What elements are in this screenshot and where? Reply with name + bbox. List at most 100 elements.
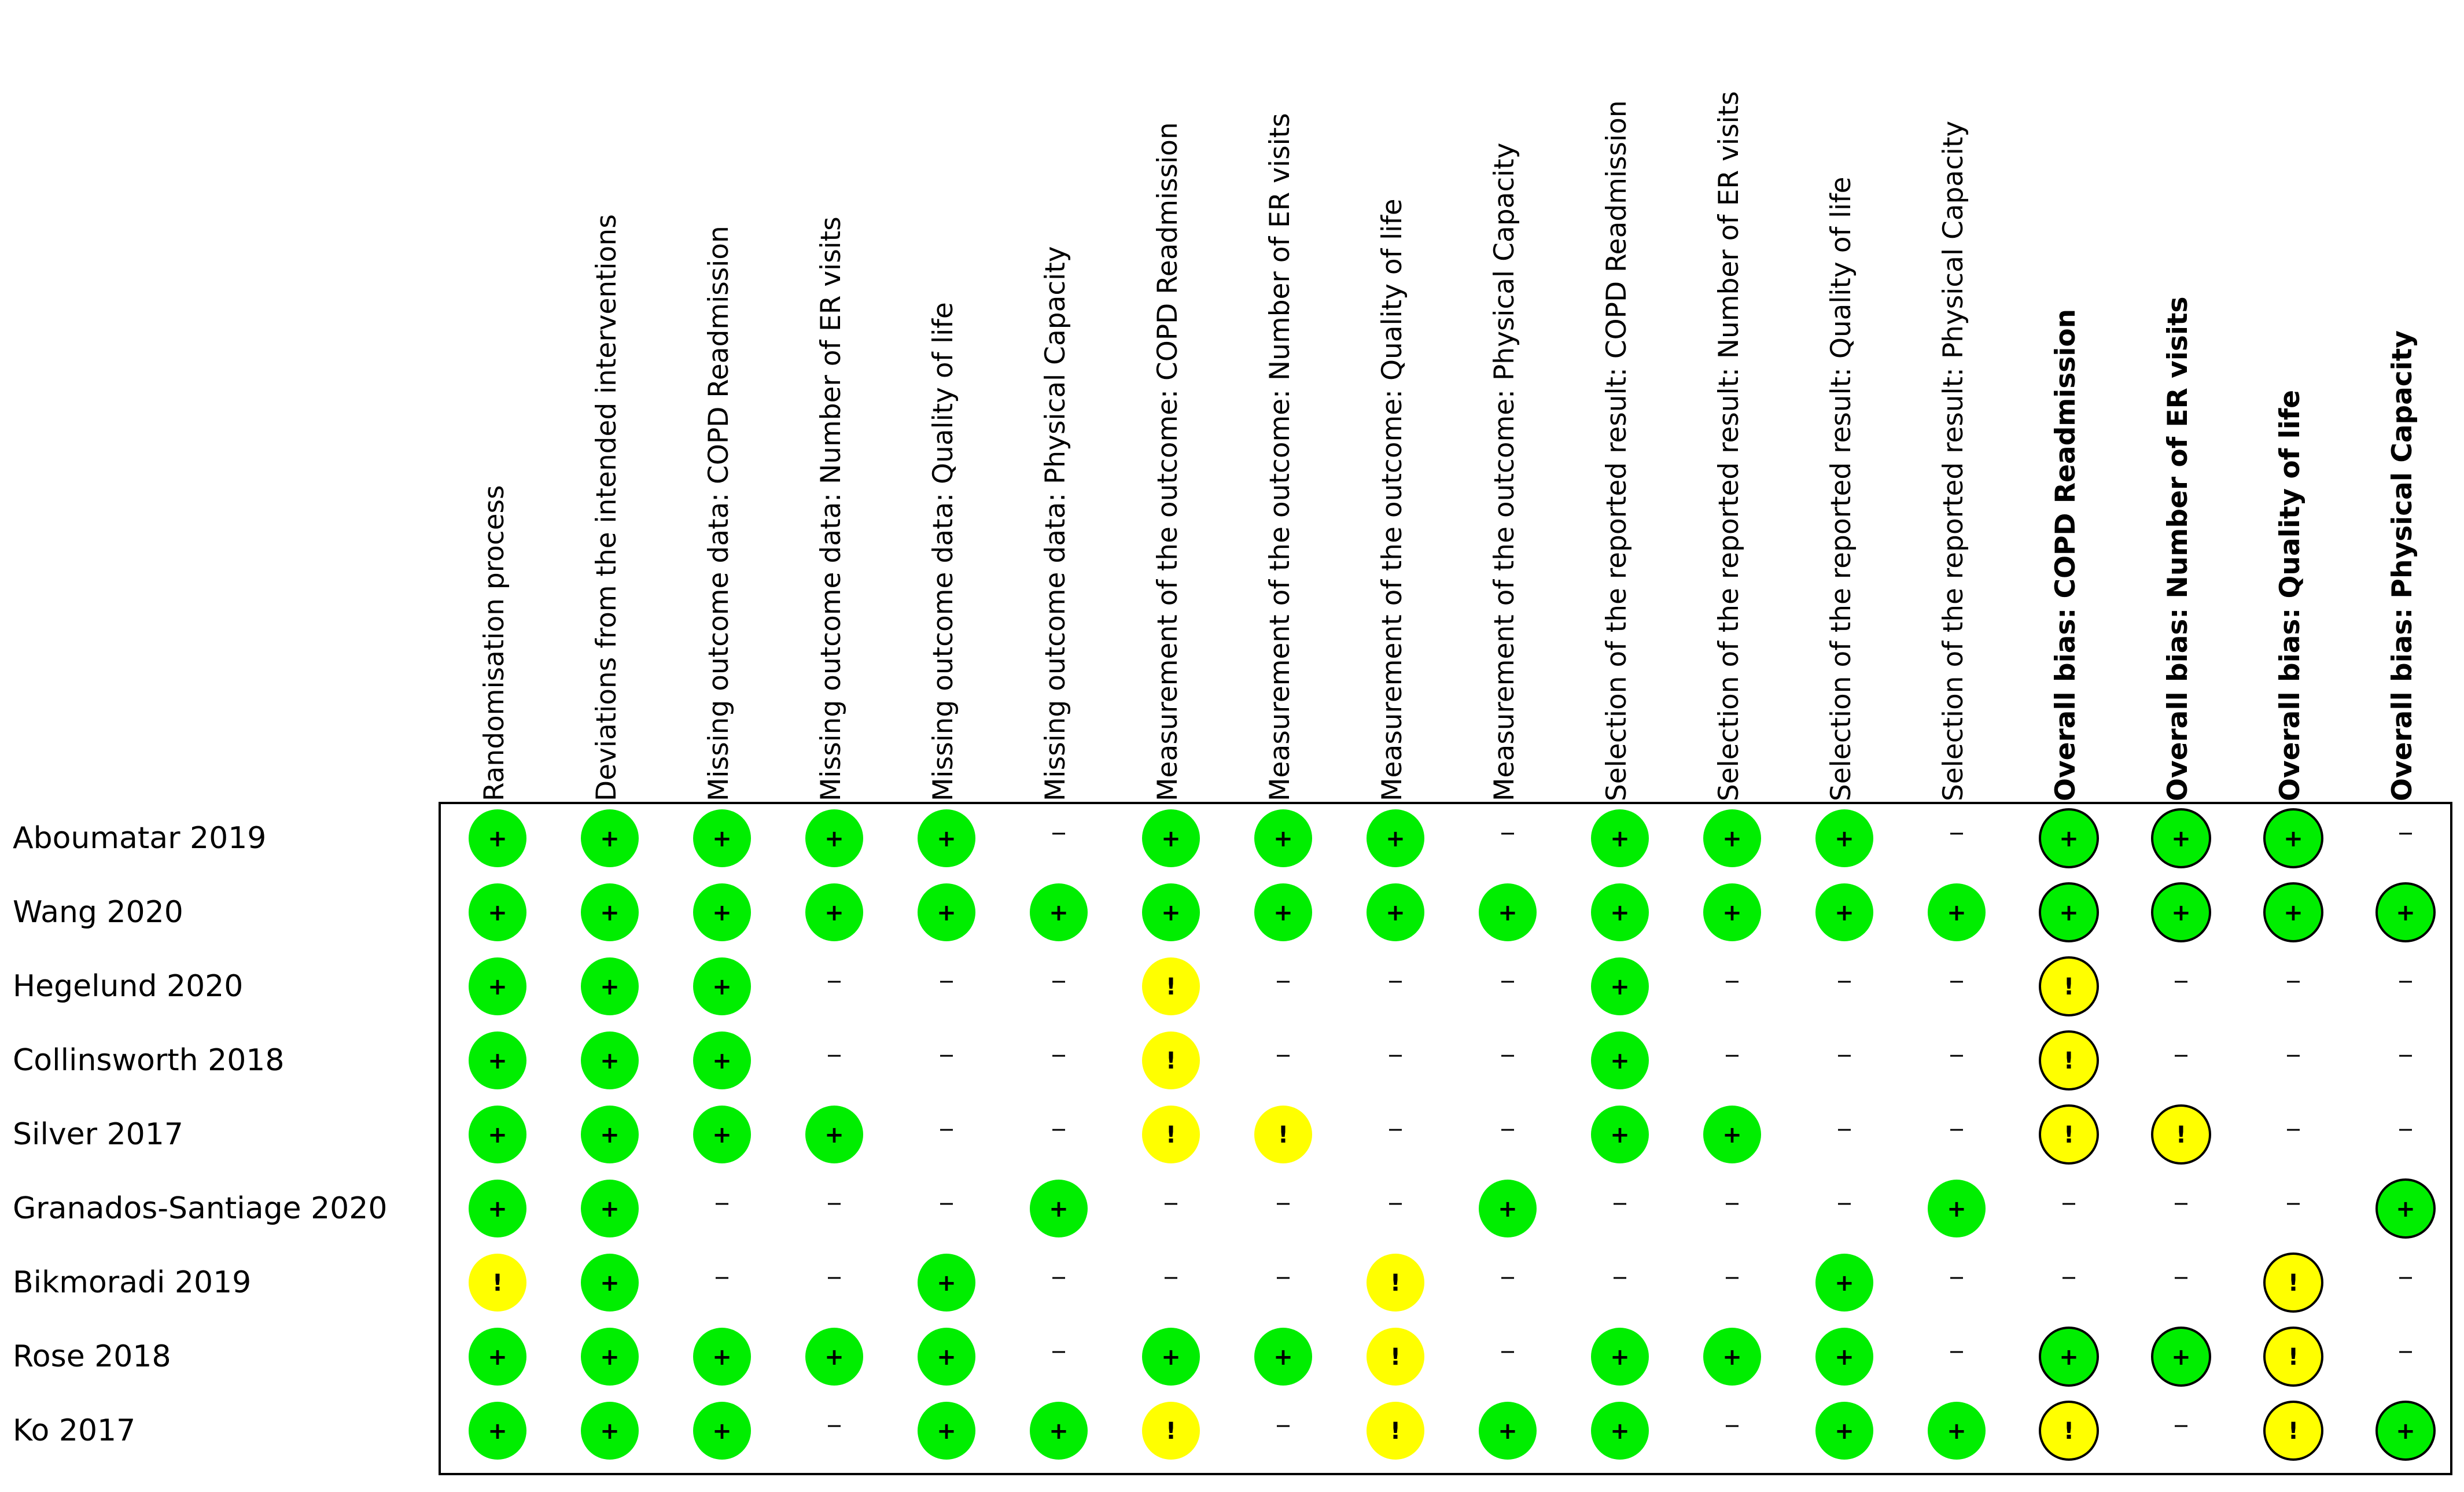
judgement-symbol: + xyxy=(1722,826,1742,852)
low-risk-icon xyxy=(693,957,751,1015)
low-risk-icon xyxy=(1703,883,1761,941)
judgement-symbol: + xyxy=(712,1122,732,1148)
judgement-symbol: + xyxy=(1835,826,1854,852)
column-header-6: Missing outcome data: Physical Capacity xyxy=(1040,246,1071,801)
low-risk-icon xyxy=(581,1402,639,1460)
low-risk-icon xyxy=(2263,808,2323,868)
judgement-symbol: + xyxy=(1835,1270,1854,1296)
low-risk-icon xyxy=(1928,1180,1986,1237)
judgement-symbol: + xyxy=(1947,900,1966,926)
low-risk-icon xyxy=(1815,1254,1873,1312)
judgement-cell: + xyxy=(1142,809,1200,867)
some-concerns-icon xyxy=(2039,1401,2099,1461)
low-risk-icon xyxy=(918,1402,975,1460)
judgement-cell: ! xyxy=(1367,1254,1424,1312)
low-risk-icon xyxy=(693,1031,751,1089)
judgement-symbol: + xyxy=(2059,1344,2079,1371)
judgement-cell: + xyxy=(693,957,751,1015)
judgement-cell: + xyxy=(1928,1402,1986,1460)
judgement-cell: + xyxy=(1928,883,1986,941)
some-concerns-icon xyxy=(1142,1031,1200,1089)
judgement-cell: + xyxy=(918,1402,975,1460)
judgement-cell: + xyxy=(805,883,863,941)
judgement-cell: + xyxy=(1815,809,1873,867)
judgement-symbol: + xyxy=(1947,1196,1966,1222)
judgement-symbol: + xyxy=(488,974,507,1000)
judgement-symbol: + xyxy=(1386,900,1405,926)
judgement-symbol: + xyxy=(712,974,732,1000)
column-header-7: Measurement of the outcome: COPD Readmis… xyxy=(1152,122,1184,801)
some-concerns-icon xyxy=(2263,1327,2323,1387)
judgement-symbol: + xyxy=(1273,900,1293,926)
judgement-symbol: + xyxy=(1610,900,1630,926)
judgement-cell: + xyxy=(1030,883,1088,941)
low-risk-icon xyxy=(918,809,975,867)
judgement-cell: + xyxy=(581,883,639,941)
judgement-symbol: + xyxy=(1386,826,1405,852)
judgement-cell: + xyxy=(1367,883,1424,941)
study-label: Ko 2017 xyxy=(13,1413,135,1448)
low-risk-icon xyxy=(469,1402,526,1460)
judgement-symbol: + xyxy=(712,1418,732,1445)
some-concerns-icon xyxy=(2039,1030,2099,1091)
judgement-cell: + xyxy=(693,883,751,941)
judgement-symbol: ! xyxy=(1166,974,1176,1000)
judgement-cell: + xyxy=(1703,1328,1761,1386)
judgement-cell: + xyxy=(469,1106,526,1163)
column-header-8: Measurement of the outcome: Number of ER… xyxy=(1264,113,1296,801)
judgement-symbol: + xyxy=(1610,1048,1630,1074)
judgement-symbol: ! xyxy=(1390,1344,1401,1371)
judgement-cell: + xyxy=(1254,809,1312,867)
judgement-symbol: + xyxy=(600,1196,620,1222)
judgement-symbol: ! xyxy=(2064,1418,2074,1445)
low-risk-icon xyxy=(1815,883,1873,941)
low-risk-icon xyxy=(2375,1178,2436,1239)
some-concerns-icon xyxy=(1367,1328,1424,1386)
low-risk-icon xyxy=(469,1106,526,1163)
judgement-cell: + xyxy=(1479,1402,1537,1460)
judgement-cell: ! xyxy=(1367,1328,1424,1386)
judgement-symbol: + xyxy=(1049,1418,1069,1445)
judgement-cell: + xyxy=(581,1180,639,1237)
judgement-cell: + xyxy=(469,1180,526,1237)
some-concerns-icon xyxy=(2263,1401,2323,1461)
low-risk-icon xyxy=(1703,1328,1761,1386)
judgement-symbol: + xyxy=(1835,1344,1854,1371)
low-risk-icon xyxy=(469,1031,526,1089)
judgement-cell: + xyxy=(805,1106,863,1163)
judgement-symbol: + xyxy=(488,1196,507,1222)
judgement-cell: + xyxy=(1815,883,1873,941)
judgement-symbol: + xyxy=(2059,826,2079,852)
judgement-cell: ! xyxy=(1254,1106,1312,1163)
low-risk-icon xyxy=(918,1328,975,1386)
low-risk-icon xyxy=(2151,882,2211,942)
low-risk-icon xyxy=(1142,883,1200,941)
low-risk-icon xyxy=(581,809,639,867)
judgement-cell: + xyxy=(693,809,751,867)
judgement-symbol: ! xyxy=(2064,1122,2074,1148)
judgement-cell: + xyxy=(2151,808,2211,868)
judgement-cell: + xyxy=(469,809,526,867)
judgement-cell: + xyxy=(1815,1254,1873,1312)
judgement-cell: + xyxy=(1591,1106,1649,1163)
judgement-cell: + xyxy=(581,1328,639,1386)
judgement-cell: + xyxy=(805,1328,863,1386)
low-risk-icon xyxy=(1367,809,1424,867)
judgement-symbol: + xyxy=(2171,826,2191,852)
judgement-symbol: + xyxy=(1722,1344,1742,1371)
judgement-symbol: + xyxy=(1498,900,1518,926)
low-risk-icon xyxy=(693,1106,751,1163)
low-risk-icon xyxy=(2039,1327,2099,1387)
low-risk-icon xyxy=(1030,1402,1088,1460)
low-risk-icon xyxy=(2039,808,2099,868)
column-header-1: Randomisation process xyxy=(478,485,510,801)
judgement-cell: + xyxy=(1479,1180,1537,1237)
judgement-cell: + xyxy=(918,809,975,867)
low-risk-icon xyxy=(469,809,526,867)
low-risk-icon xyxy=(581,1328,639,1386)
study-label: Granados-Santiage 2020 xyxy=(13,1191,387,1226)
judgement-symbol: + xyxy=(600,826,620,852)
judgement-cell: + xyxy=(469,957,526,1015)
judgement-symbol: + xyxy=(1049,1196,1069,1222)
